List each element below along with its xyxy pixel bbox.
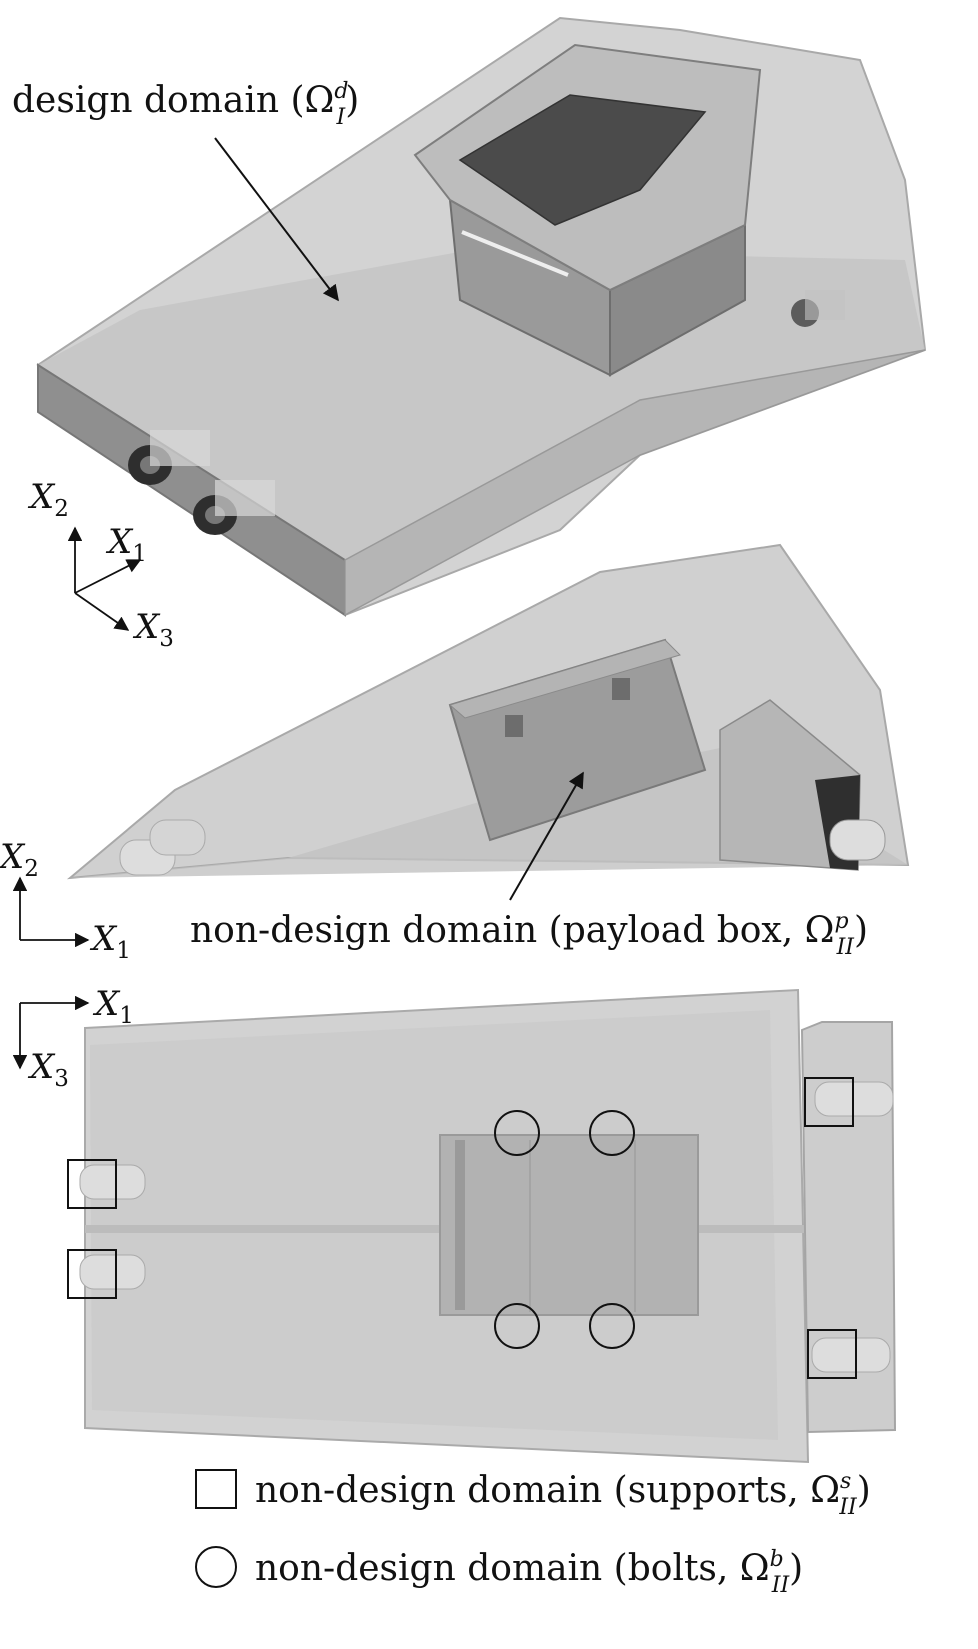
- side-payload-box-top: [448, 639, 681, 719]
- iso-axes: X2 X1 X3: [27, 477, 174, 652]
- top-stud-left-2: [79, 1254, 146, 1290]
- iso-bolt-2: [193, 480, 275, 535]
- design-domain-right-face: [344, 349, 926, 617]
- top-axis-x1-label: X1: [92, 984, 134, 1029]
- top-axes: X1 X3: [12, 984, 134, 1092]
- side-axes: X2 X1: [0, 837, 131, 964]
- payload-box-floor: [458, 94, 707, 226]
- support-square-3: [804, 1077, 854, 1127]
- support-square-1: [67, 1159, 117, 1209]
- support-square-2: [67, 1249, 117, 1299]
- bolt-circle-2: [589, 1110, 635, 1156]
- top-stud-right-2: [811, 1337, 891, 1373]
- iso-axis-x3-label: X3: [132, 607, 174, 652]
- side-box-hole-1: [505, 715, 523, 737]
- iso-bolt-1: [128, 430, 210, 485]
- iso-axis-x2-label: X2: [27, 477, 69, 522]
- top-stud-left-1: [79, 1164, 146, 1200]
- side-bolt-left-2: [149, 819, 206, 856]
- design-domain-arrow: [214, 137, 339, 302]
- legend-square-marker: [195, 1469, 237, 1509]
- side-box-hole-2: [612, 678, 630, 700]
- bolt-circle-4: [589, 1303, 635, 1349]
- top-payload-rail: [455, 1140, 465, 1310]
- side-axis-x2-label: X2: [0, 837, 39, 882]
- legend-circle-marker: [195, 1546, 237, 1588]
- payload-box-slot: [461, 230, 569, 277]
- support-square-4: [807, 1329, 857, 1379]
- side-axis-x1-label: X1: [89, 919, 131, 964]
- bolt-circle-1: [494, 1110, 540, 1156]
- top-payload-box: [439, 1134, 699, 1316]
- top-view: X1 X3: [12, 984, 897, 1464]
- iso-axis-x1-label: X1: [105, 522, 147, 567]
- side-bolt-right: [829, 819, 886, 861]
- top-axis-x3-label: X3: [27, 1047, 69, 1092]
- payload-arrow: [509, 771, 584, 901]
- bolt-circle-3: [494, 1303, 540, 1349]
- iso-bolt-3: [791, 290, 845, 327]
